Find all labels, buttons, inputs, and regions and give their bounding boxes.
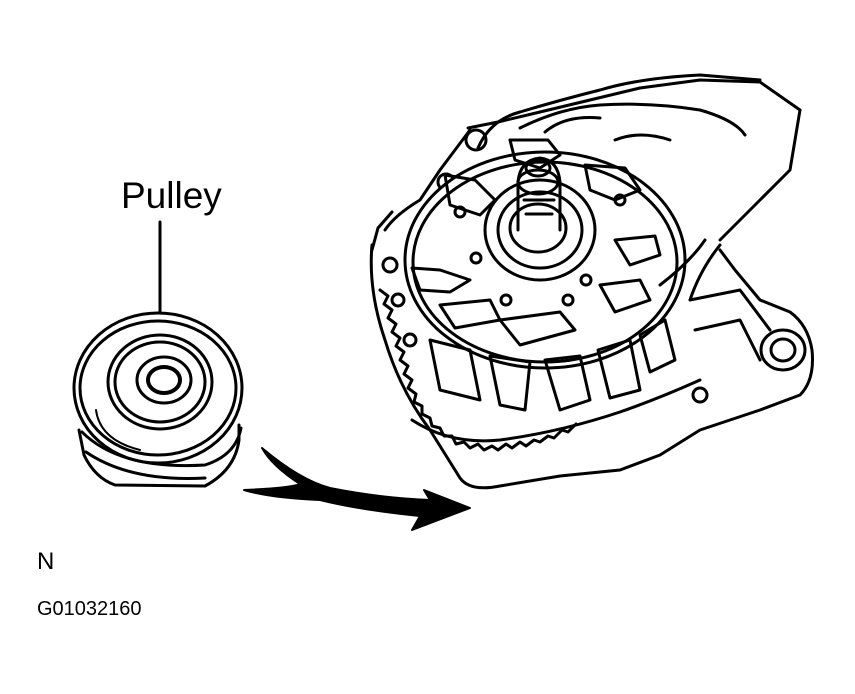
orientation-mark: N bbox=[37, 548, 55, 575]
impeller bbox=[403, 138, 687, 412]
pulley-label: Pulley bbox=[121, 175, 222, 216]
technician-hand bbox=[476, 73, 802, 302]
figure-id: G01032160 bbox=[37, 598, 142, 620]
install-direction-arrow bbox=[243, 447, 471, 531]
water-pump-housing bbox=[369, 78, 814, 490]
pulley-part bbox=[72, 311, 244, 488]
